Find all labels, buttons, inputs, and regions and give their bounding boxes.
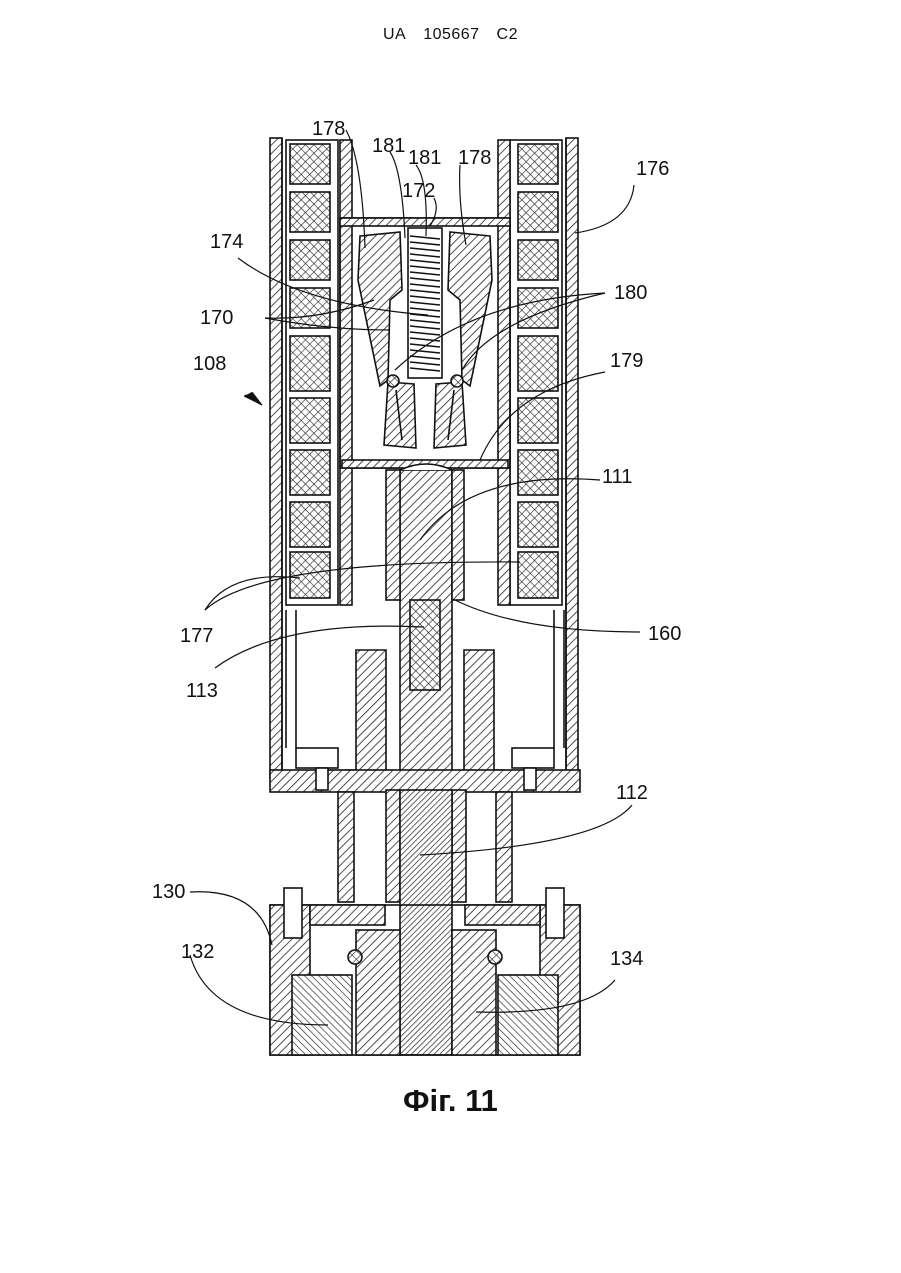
ref-174: 174	[210, 231, 243, 253]
bearing-ball-left	[348, 950, 362, 964]
spring-coil	[410, 296, 440, 299]
spring-coil	[410, 356, 440, 359]
insert-113	[410, 600, 440, 690]
pivot-ball-left	[387, 375, 399, 387]
spring-coil	[410, 236, 440, 239]
ref-130: 130	[152, 881, 185, 903]
ref-178-right: 178	[458, 147, 491, 169]
magnet-stack-left	[286, 140, 352, 605]
neck-left	[338, 792, 354, 902]
ref-108: 108	[193, 353, 226, 375]
ref-134: 134	[610, 948, 643, 970]
ref-178-left: 178	[312, 118, 345, 140]
magnet-stack-right	[498, 140, 562, 605]
latch-jaw-right	[448, 232, 492, 386]
rotor-right	[498, 975, 558, 1055]
pivot-ball-right	[451, 375, 463, 387]
ref-113: 113	[186, 680, 218, 702]
ref-112: 112	[616, 782, 648, 804]
spring-coil	[410, 320, 440, 323]
spring-coil	[410, 332, 440, 335]
ref-111: 111	[602, 466, 632, 488]
ref-180: 180	[614, 282, 647, 304]
spring-coil	[410, 302, 440, 305]
ref-181-left: 181	[372, 135, 405, 157]
ref-179: 179	[610, 350, 643, 372]
ref-181-right: 181	[408, 147, 441, 169]
spring-coil	[410, 308, 440, 311]
ref-177: 177	[180, 625, 213, 647]
spring-coil	[410, 284, 440, 287]
spring-coil	[410, 362, 440, 365]
figure-caption: Фіг. 11	[0, 1083, 901, 1119]
ref-172: 172	[402, 180, 435, 202]
spring-coil	[410, 272, 440, 275]
spring-coil	[410, 326, 440, 329]
spring-coil	[410, 350, 440, 353]
spring-coil	[410, 260, 440, 263]
lower-housing-left	[346, 650, 386, 790]
spring-coil	[410, 290, 440, 293]
housing-right-wall	[566, 138, 578, 778]
spring-coil	[410, 242, 440, 245]
rotor-left	[292, 975, 352, 1055]
housing-left-wall	[270, 138, 282, 778]
bearing-ball-right	[488, 950, 502, 964]
spring-coil	[410, 248, 440, 251]
spring-coil	[410, 266, 440, 269]
ref-170: 170	[200, 307, 233, 329]
spring-coil	[410, 278, 440, 281]
ref-160: 160	[648, 623, 681, 645]
ref-132: 132	[181, 941, 214, 963]
spring-coil	[410, 254, 440, 257]
spring-coil	[410, 368, 440, 371]
ref-176: 176	[636, 158, 669, 180]
lead-screw	[400, 790, 452, 1055]
lower-housing-right	[464, 650, 504, 790]
